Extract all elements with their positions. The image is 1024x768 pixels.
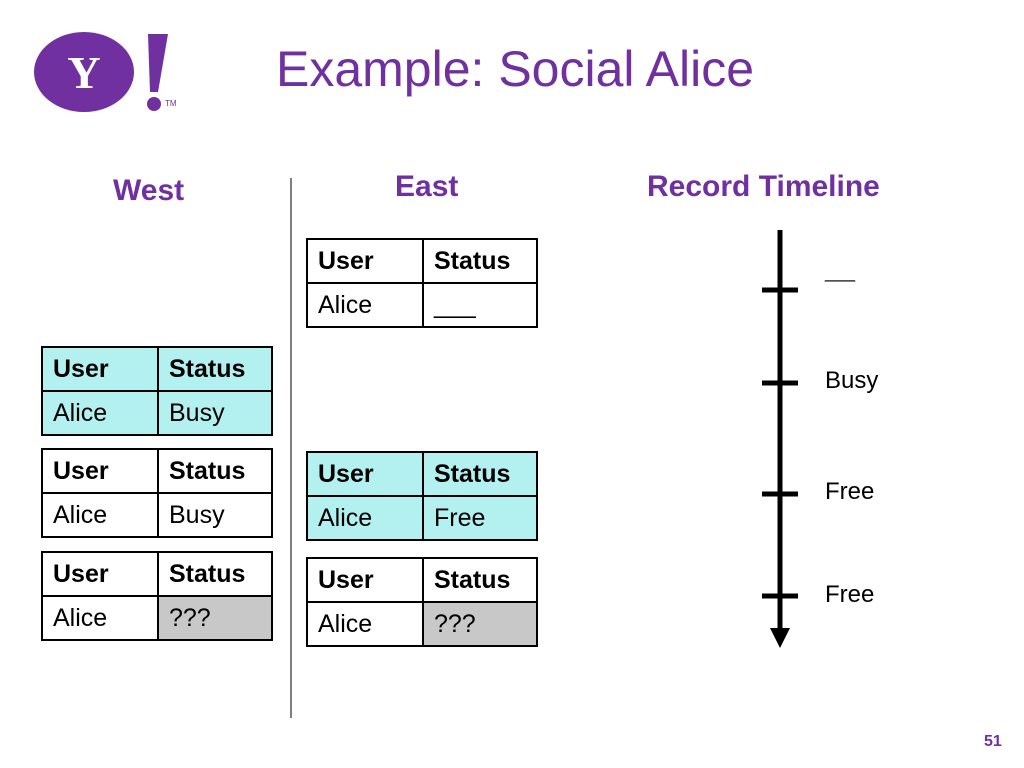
cell-user: Alice — [41, 390, 159, 436]
timeline-heading: Record Timeline — [647, 170, 880, 203]
logo-letter: Y — [67, 47, 100, 98]
header-user: User — [41, 448, 159, 494]
header-user: User — [41, 346, 159, 392]
column-divider — [290, 178, 292, 718]
west-heading: West — [113, 174, 185, 207]
record-timeline — [762, 230, 798, 648]
cell-status: Busy — [157, 492, 273, 538]
cell-status: ___ — [422, 282, 538, 328]
header-status: Status — [157, 448, 273, 494]
timeline-label-1: ___ — [825, 262, 856, 282]
cell-status-unknown: ??? — [422, 601, 538, 647]
header-status: Status — [157, 346, 273, 392]
header-user: User — [306, 238, 424, 284]
slide-title: Example: Social Alice — [276, 41, 755, 97]
timeline-label-2: Busy — [825, 367, 879, 394]
cell-user: Alice — [306, 282, 424, 328]
east-heading: East — [395, 170, 459, 203]
logo-tm: TM — [165, 99, 177, 108]
cell-user: Alice — [41, 492, 159, 538]
timeline-label-4: Free — [825, 581, 875, 608]
cell-user: Alice — [306, 495, 424, 541]
header-user: User — [306, 557, 424, 603]
timeline-label-3: Free — [825, 478, 875, 505]
header-status: Status — [157, 551, 273, 597]
page-number: 51 — [984, 733, 1002, 750]
header-user: User — [306, 451, 424, 497]
header-status: Status — [422, 238, 538, 284]
cell-status: Free — [422, 495, 538, 541]
header-status: Status — [422, 557, 538, 603]
yahoo-logo: Y TM — [34, 32, 177, 112]
header-status: Status — [422, 451, 538, 497]
header-user: User — [41, 551, 159, 597]
cell-status-unknown: ??? — [157, 595, 273, 641]
cell-user: Alice — [306, 601, 424, 647]
timeline-arrowhead — [770, 628, 790, 648]
cell-user: Alice — [41, 595, 159, 641]
cell-status: Busy — [157, 390, 273, 436]
